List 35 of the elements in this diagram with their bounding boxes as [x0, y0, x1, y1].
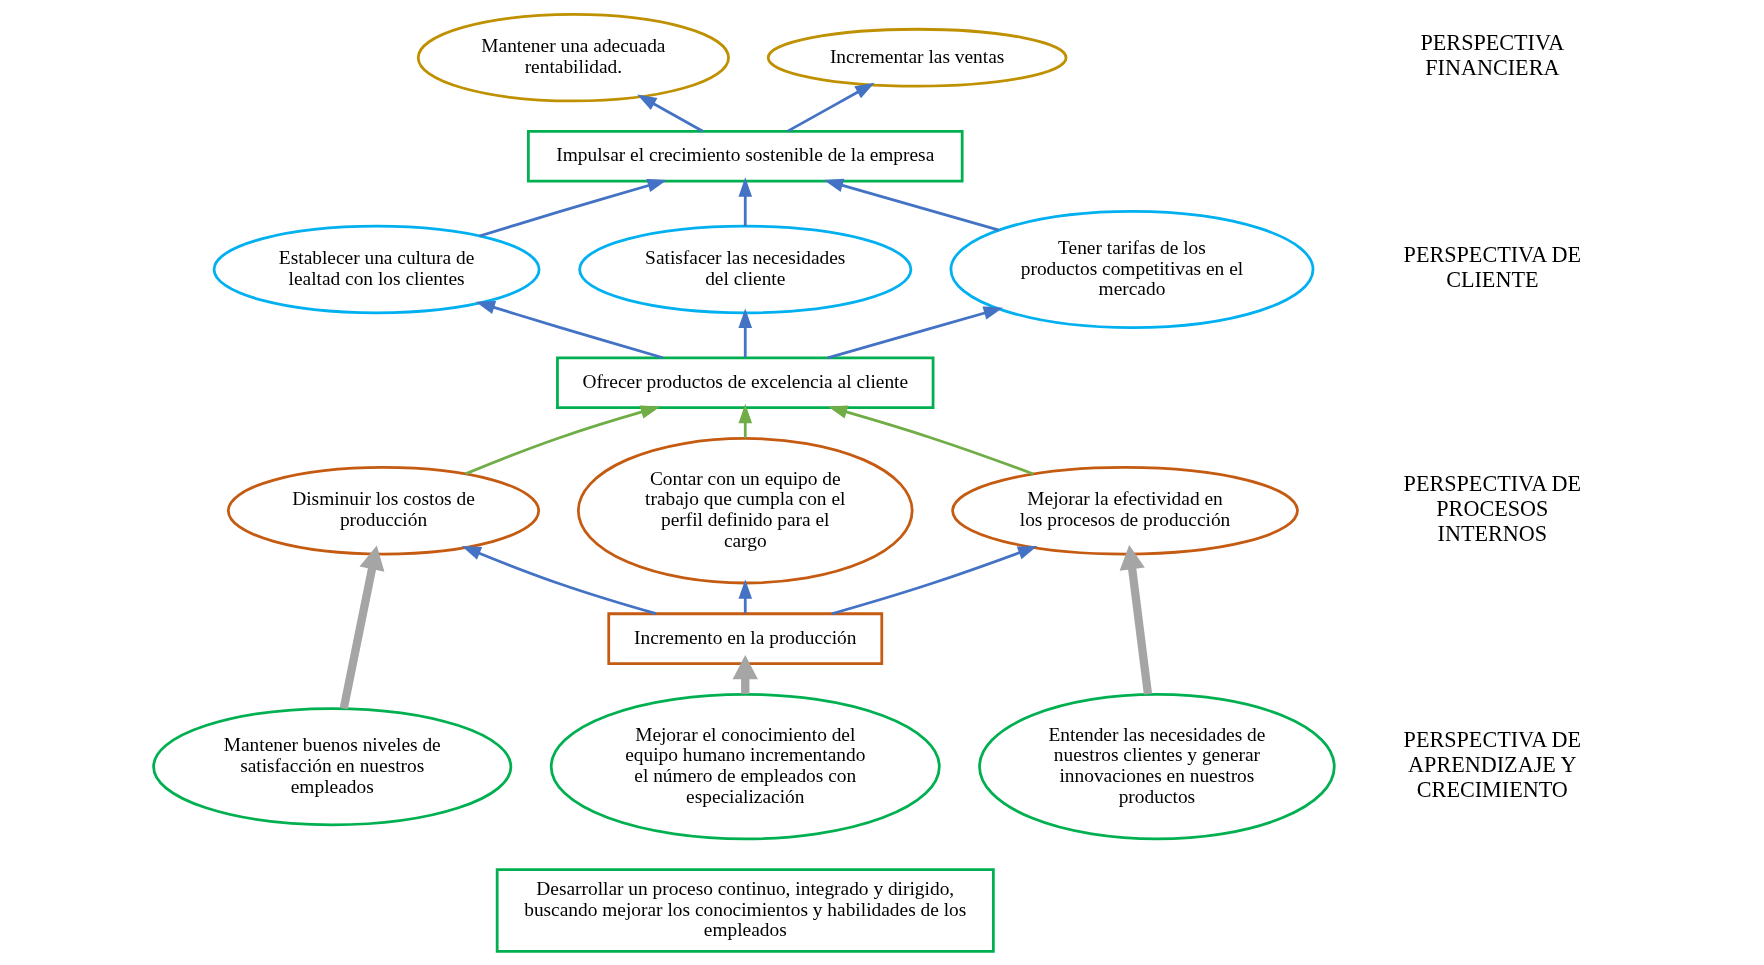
node-ellipse: Mantener una adecuada rentabilidad.: [416, 12, 730, 102]
node-ellipse: Tener tarifas de los productos competitivas en el mercado: [949, 209, 1315, 329]
node-box: Incremento en la producción: [607, 611, 884, 665]
node-ellipse: Satisfacer las necesidades del cliente: [578, 224, 913, 314]
node-box: Ofrecer productos de excelencia al cliente: [556, 355, 935, 409]
arrow: [823, 178, 1000, 231]
node-ellipse: Contar con un equipo de trabajo que cumpla con el perfil definido para el cargo: [576, 436, 914, 584]
node-box: Impulsar el crecimiento sostenible de la empresa: [526, 129, 964, 183]
arrow: [738, 307, 753, 357]
label: PERSPECTIVA DE APRENDIZAJE Y CRECIMIENTO: [1403, 726, 1582, 802]
arrow: [827, 404, 1034, 475]
arrow: [827, 306, 1004, 359]
arrow: [475, 300, 664, 359]
label: PERSPECTIVA FINANCIERA: [1420, 29, 1565, 80]
node-box: Desarrollar un proceso continuo, integrado y dirigido, buscando mejorar los conocimientos y habilidades de los empleados: [495, 867, 995, 953]
node-ellipse: Incrementar las ventas: [766, 27, 1068, 87]
arrow: [732, 654, 758, 694]
label: PERSPECTIVA DE CLIENTE: [1403, 241, 1582, 292]
arrow: [738, 176, 753, 226]
node-ellipse: Entender las necesidades de nuestros clientes y generar innovaciones en nuestros productos: [978, 692, 1336, 840]
node-ellipse: Disminuir los costos de producción: [226, 465, 541, 555]
arrow: [339, 544, 385, 709]
label: PERSPECTIVA DE PROCESOS INTERNOS: [1403, 470, 1582, 546]
arrow: [831, 545, 1038, 615]
node-ellipse: Mantener buenos niveles de satisfacción en nuestros empleados: [152, 706, 513, 826]
arrow: [738, 403, 753, 438]
arrow: [1119, 544, 1153, 695]
arrow: [787, 82, 875, 132]
node-ellipse: Mejorar el conocimiento del equipo humano incrementando el número de empleados con especialización: [549, 692, 941, 840]
node-ellipse: Mejorar la efectividad en los procesos de producción: [951, 465, 1299, 555]
arrow: [464, 404, 661, 475]
arrow: [461, 545, 657, 615]
arrow: [738, 578, 753, 613]
arrow: [637, 94, 704, 132]
arrow: [479, 178, 667, 237]
